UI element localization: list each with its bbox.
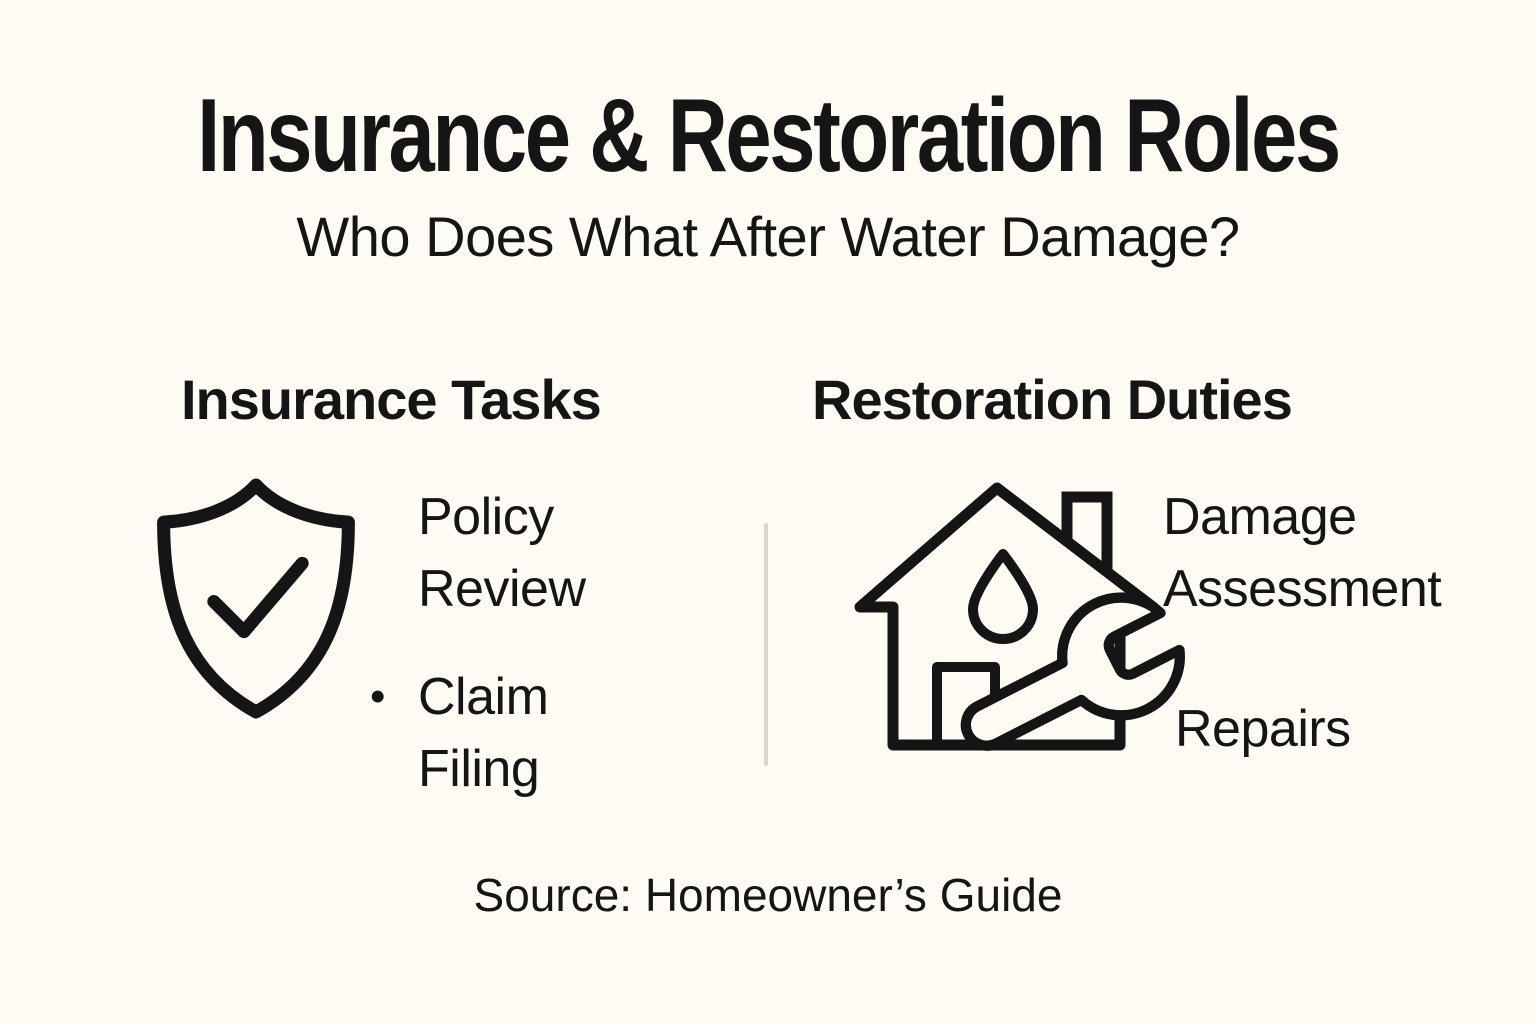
item-label: Policy Review [418,488,586,618]
list-item-repairs: Repairs [1175,693,1351,765]
list-item-policy-review: Policy Review [370,481,648,625]
house-water-wrench-icon [854,482,1185,751]
right-column-heading: Restoration Duties [812,368,1293,431]
shield-outline [157,478,355,719]
list-item-claim-filing: • Claim Filing [370,661,628,805]
shield-check-icon [157,478,355,719]
source-caption: Source: Homeowner’s Guide [473,869,1063,921]
item-label: Damage Assessment [1163,488,1442,618]
item-label: Claim Filing [418,668,549,798]
left-column-heading: Insurance Tasks [181,368,602,431]
wrench-icon [960,592,1185,751]
chimney [1061,491,1113,572]
checkmark [207,556,309,639]
page-subtitle: Who Does What After Water Damage? [296,205,1240,268]
water-drop-icon [968,549,1038,644]
item-bullet: • [370,672,386,721]
column-divider [764,523,768,766]
page-title: Insurance & Restoration Roles [197,78,1341,194]
list-item-damage-assessment: Damage Assessment [1163,481,1513,625]
item-label: Repairs [1175,700,1351,758]
